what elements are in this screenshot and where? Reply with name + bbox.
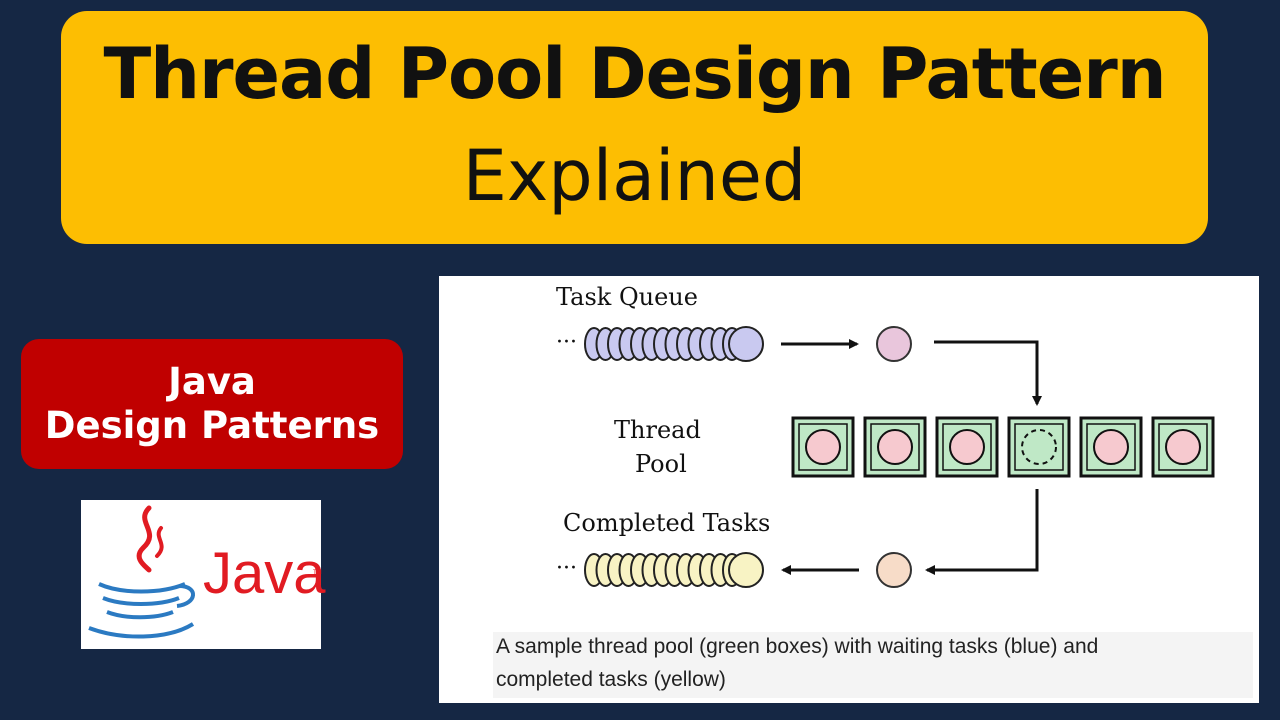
task-queue xyxy=(584,326,764,362)
series-line-2: Design Patterns xyxy=(44,404,380,447)
caption-line-2: completed tasks (yellow) xyxy=(496,668,726,691)
java-wordmark: Java xyxy=(203,541,326,606)
caption-background xyxy=(493,632,1253,698)
queue-ellipsis: ··· xyxy=(556,330,577,355)
diagram-caption: A sample thread pool (green boxes) with … xyxy=(496,630,1256,696)
thread-pool-label-2: Pool xyxy=(635,450,687,478)
thread-slot-frame xyxy=(1014,423,1064,471)
title-line-2: Explained xyxy=(462,134,807,217)
coffee-cup-icon xyxy=(88,505,195,639)
series-badge: Java Design Patterns xyxy=(21,339,403,469)
task-queue-label: Task Queue xyxy=(556,283,698,311)
arrow-pool-to-done xyxy=(925,489,1039,575)
idle-thread-task xyxy=(1021,429,1057,465)
thread-slot-frame xyxy=(942,423,992,471)
thread-pool-slots xyxy=(791,416,1215,478)
java-logo: Java TM xyxy=(81,500,326,649)
trademark-mark: TM xyxy=(313,570,322,576)
dequeued-task xyxy=(876,326,912,362)
thread-slot-frame xyxy=(870,423,920,471)
title-banner: Thread Pool Design Pattern Explained xyxy=(61,11,1208,244)
caption-line-1: A sample thread pool (green boxes) with … xyxy=(496,635,1099,658)
thread-slot-frame xyxy=(1158,423,1208,471)
thread-pool-diagram: Task Queue ··· Thread Pool Completed Tas… xyxy=(439,276,1259,703)
thread-slot-frame xyxy=(798,423,848,471)
running-thread-task xyxy=(1093,429,1129,465)
completed-task xyxy=(728,552,764,588)
running-thread-task xyxy=(1165,429,1201,465)
completed-ellipsis: ··· xyxy=(556,556,577,581)
thread-slot-frame xyxy=(1086,423,1136,471)
completed-tasks-label: Completed Tasks xyxy=(563,509,771,537)
running-thread-task xyxy=(805,429,841,465)
diagram-graphic xyxy=(584,326,1215,588)
title-line-1: Thread Pool Design Pattern xyxy=(103,32,1166,115)
running-thread-task xyxy=(877,429,913,465)
arrow-task-to-pool xyxy=(934,340,1042,406)
running-thread-task xyxy=(949,429,985,465)
waiting-task xyxy=(728,326,764,362)
finished-task xyxy=(876,552,912,588)
completed-tasks-queue xyxy=(584,552,764,588)
thread-pool-label-1: Thread xyxy=(614,416,701,444)
series-line-1: Java xyxy=(168,359,256,403)
